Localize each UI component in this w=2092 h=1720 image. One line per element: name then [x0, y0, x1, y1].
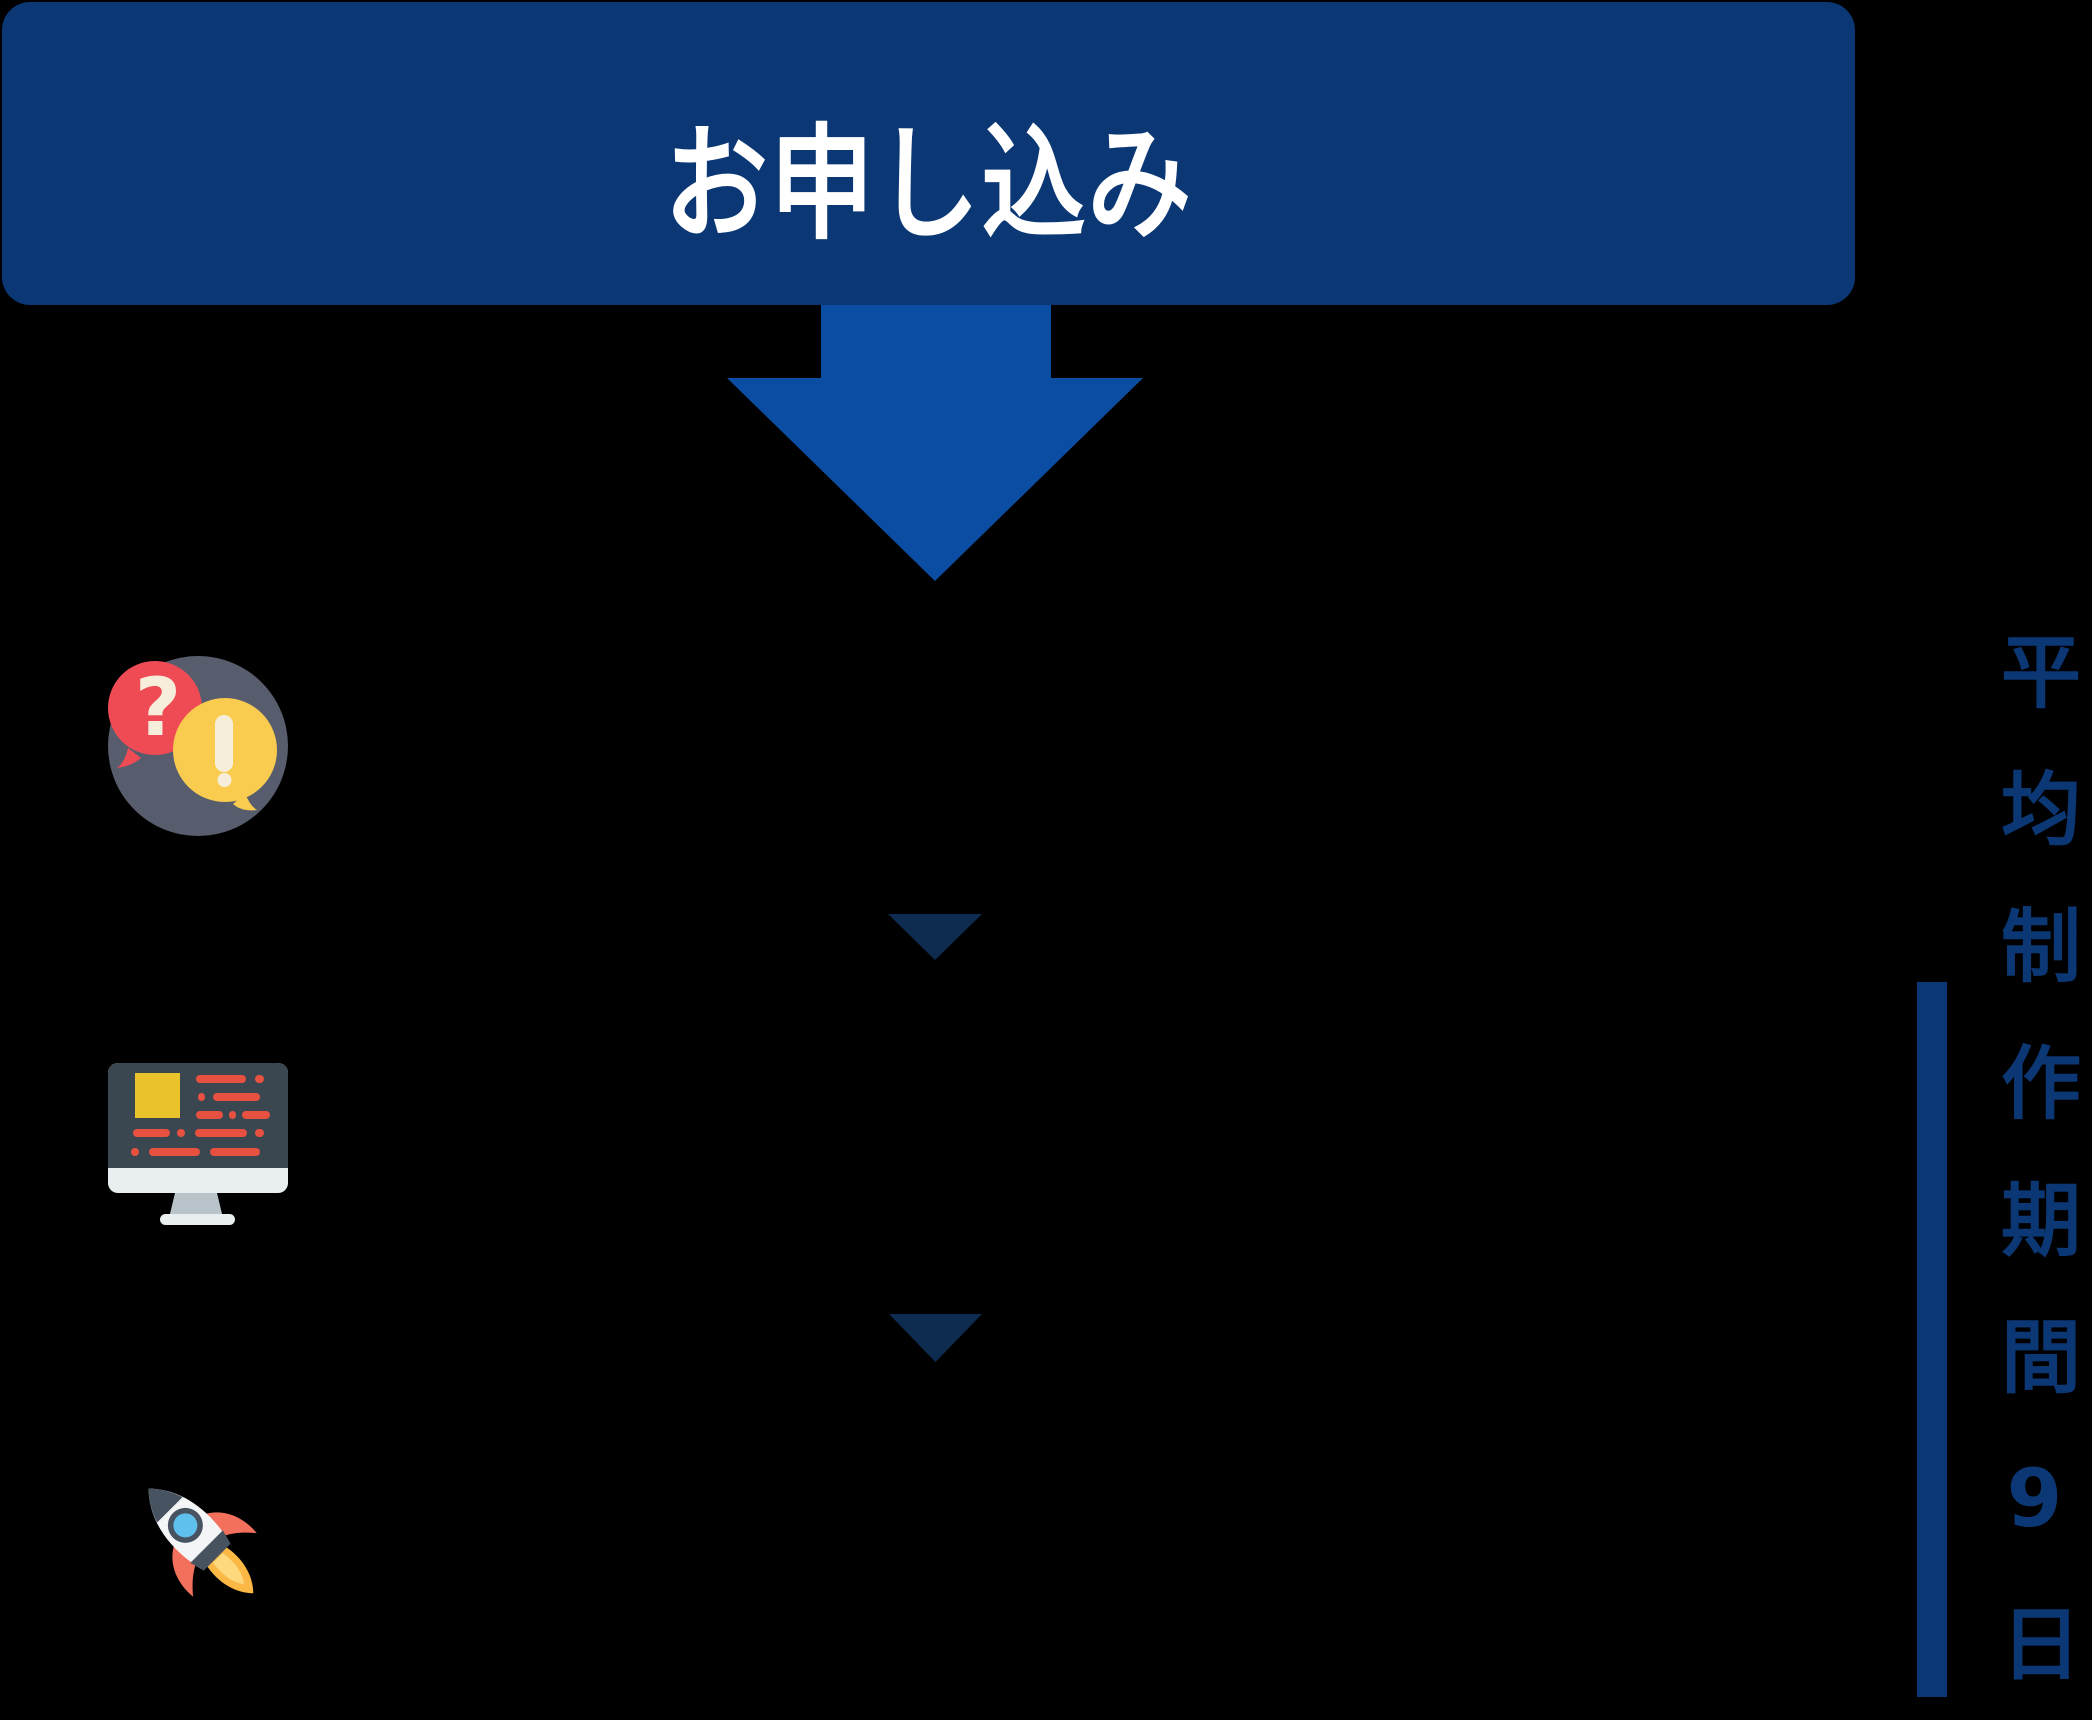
down-arrow-large	[727, 305, 1143, 581]
down-triangle-connector-1	[888, 914, 982, 960]
down-triangle-connector-2	[889, 1314, 982, 1362]
application-banner: お申し込み	[2, 2, 1855, 305]
svg-text:?: ?	[135, 661, 181, 754]
duration-bracket-line	[1917, 982, 1947, 1697]
monitor-icon	[108, 1063, 288, 1225]
duration-vertical-label: 平均制作期間9日	[1988, 630, 2081, 1720]
rocket-icon	[148, 1488, 257, 1597]
application-banner-label: お申し込み	[663, 113, 1194, 257]
question-exclamation-bubbles-icon: ?	[108, 656, 288, 836]
